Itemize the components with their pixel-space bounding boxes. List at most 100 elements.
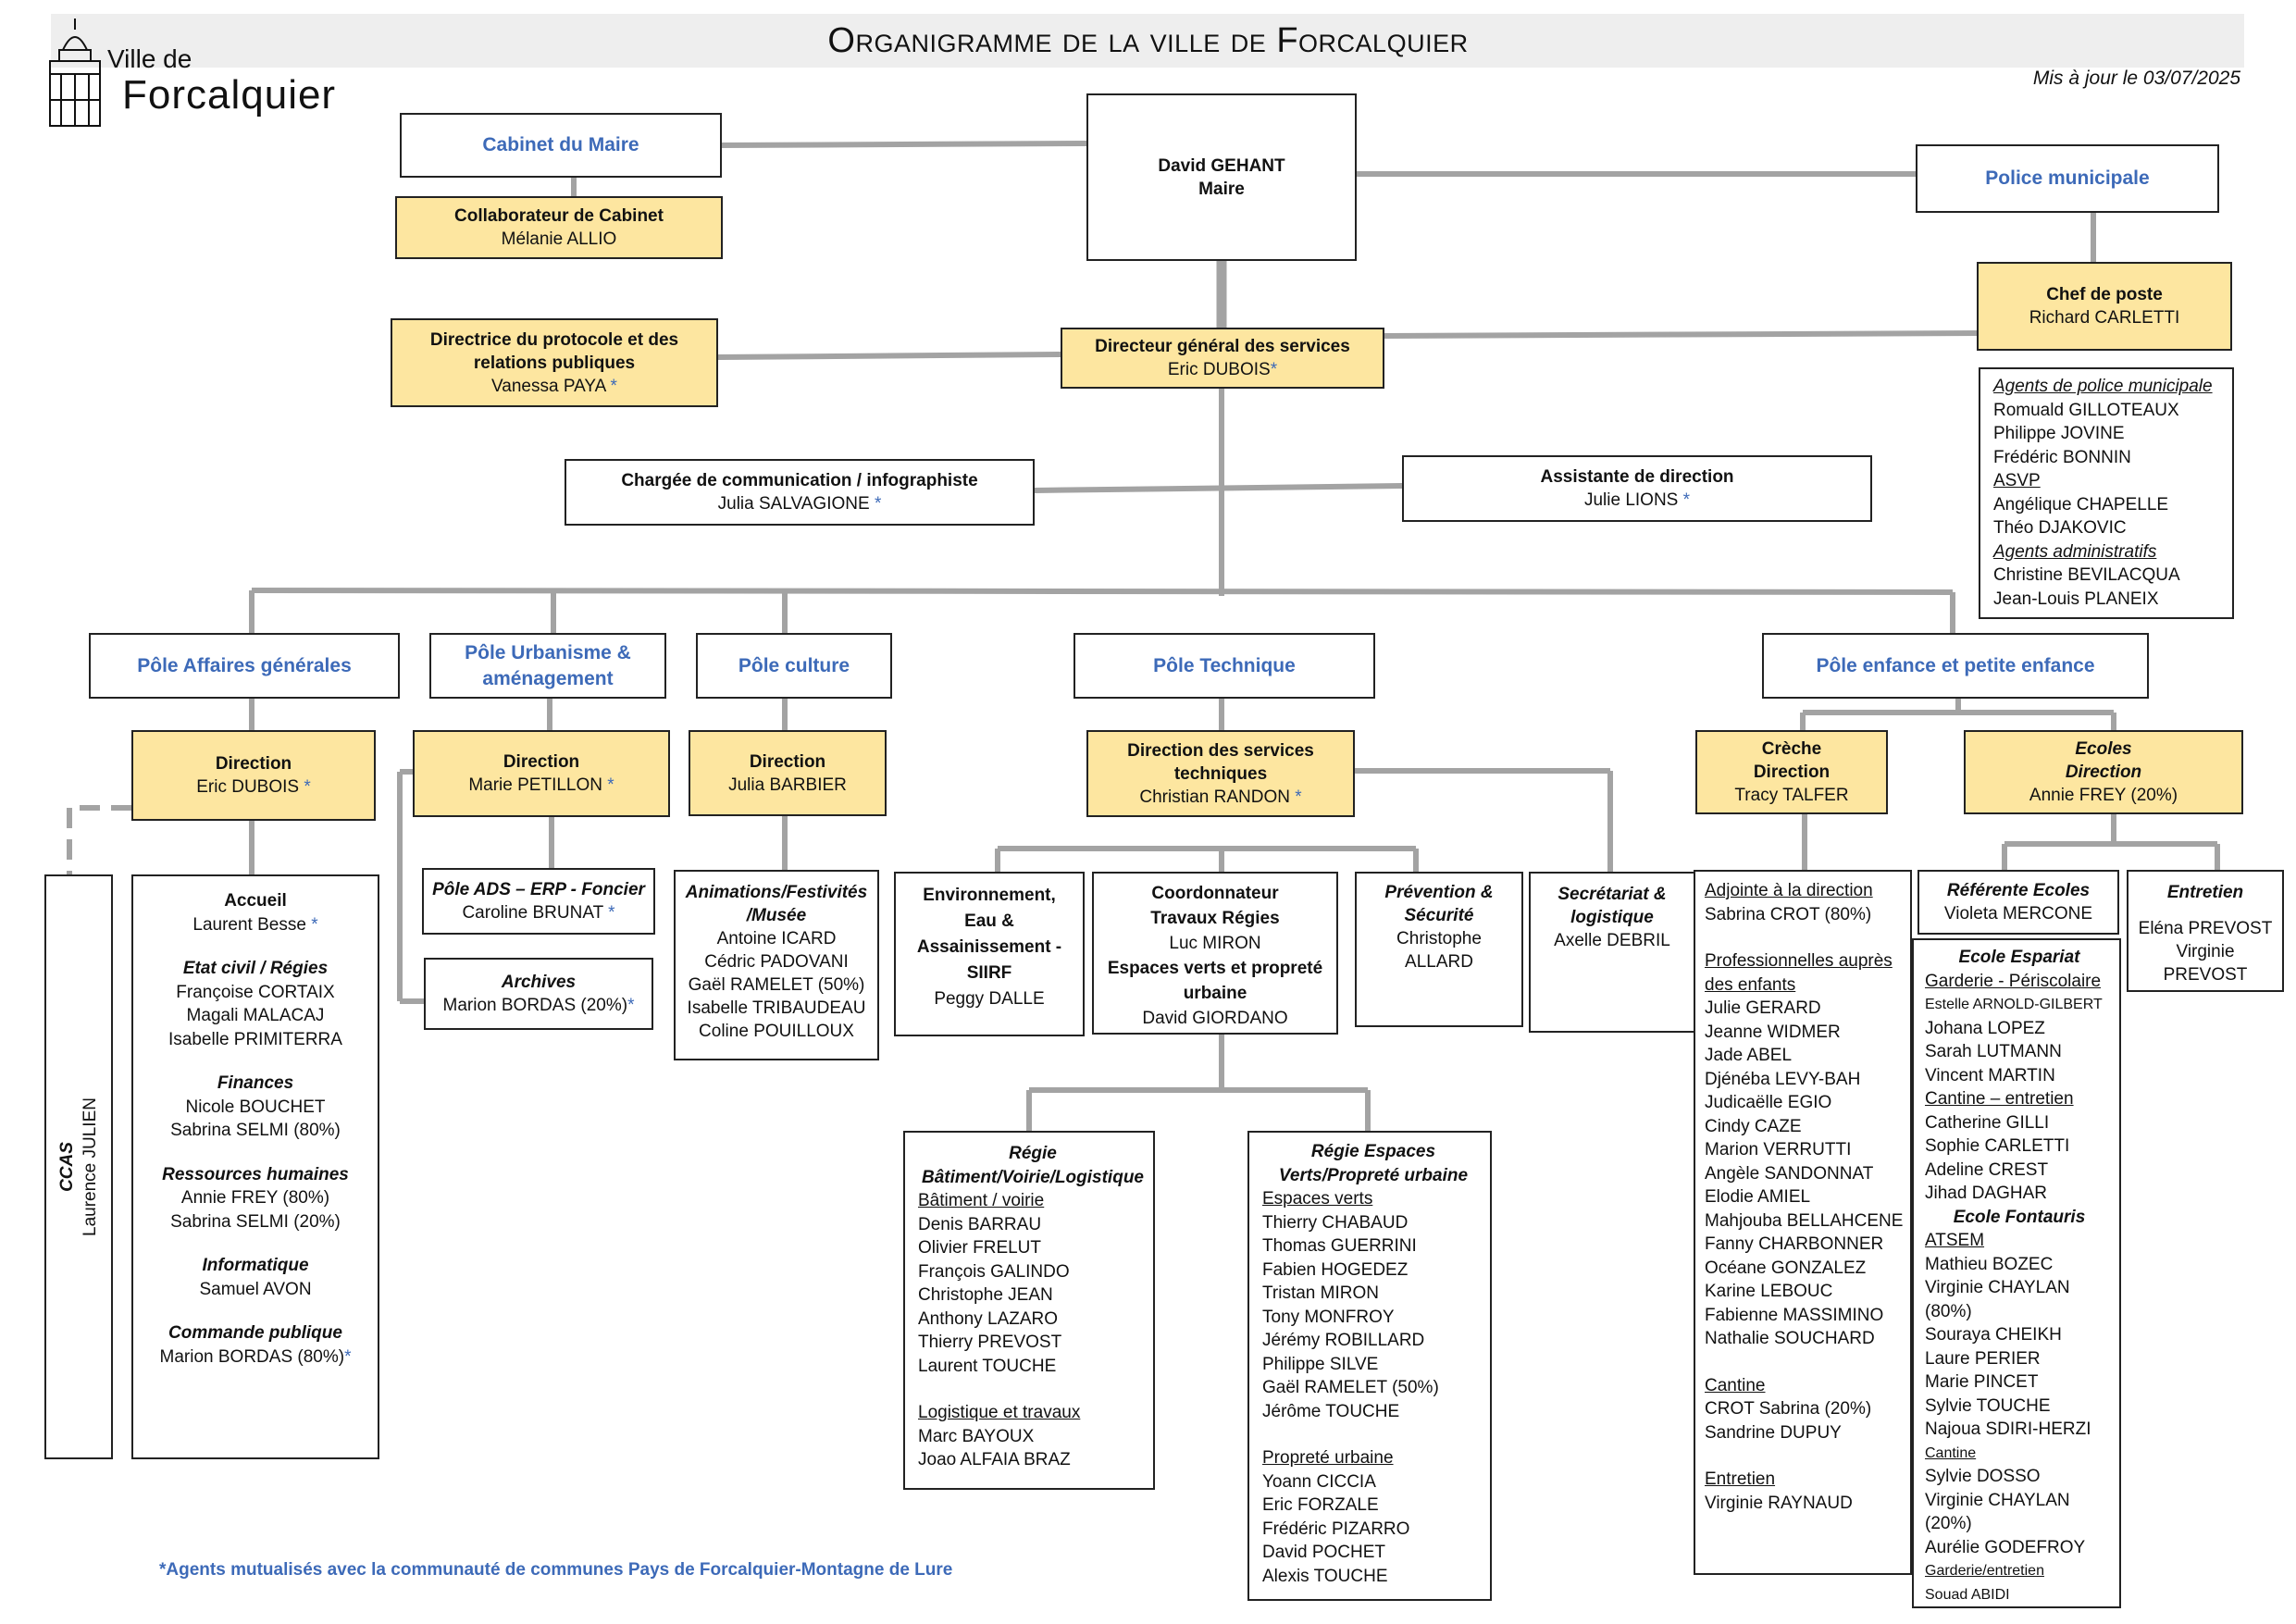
direction-label: Direction <box>1753 762 1831 782</box>
pole-enfance: Pôle enfance et petite enfance <box>1762 633 2149 699</box>
ecole-heading: Garderie - Périscolaire <box>1925 971 2102 991</box>
regie-member: Thomas GUERRINI <box>1262 1236 1417 1256</box>
regie-logistique-heading: Logistique et travaux <box>918 1403 1081 1422</box>
pole-label: Pôle culture <box>738 654 850 676</box>
service-heading: Finances <box>217 1073 294 1093</box>
creche-member: Cindy CAZE <box>1705 1116 1802 1136</box>
communication-title: Chargée de communication / infographiste <box>621 471 978 490</box>
creche-member: Virginie RAYNAUD <box>1705 1493 1853 1513</box>
animations-box: Animations/Festivités /Musée Antoine ICA… <box>674 870 879 1060</box>
creche-member: Nathalie SOUCHARD <box>1705 1329 1875 1348</box>
protocole-title-2: relations publiques <box>473 353 636 373</box>
archives-name: Marion BORDAS (20%) <box>442 996 628 1015</box>
pole-affaires-generales: Pôle Affaires générales <box>89 633 400 699</box>
regie-member: François GALINDO <box>918 1261 1070 1282</box>
regie-member: Tony MONFROY <box>1262 1307 1395 1327</box>
referente-ecoles-box: Référente Ecoles Violeta MERCONE <box>1917 870 2119 935</box>
ecole-espariat-title: Ecole Espariat <box>1958 948 2080 967</box>
mutualise-star: * <box>608 903 615 923</box>
creche-label: Crèche <box>1761 739 1822 759</box>
secretariat-name: Axelle DEBRIL <box>1554 931 1670 950</box>
prevention-name-1: Christophe <box>1396 929 1482 948</box>
service-heading: Informatique <box>202 1256 309 1275</box>
regie-member: Alexis TOUCHE <box>1262 1566 1388 1586</box>
ccas-name: Laurence JULIEN <box>81 1097 100 1236</box>
ag-services-box: Accueil Laurent Besse * Etat civil / Rég… <box>131 874 379 1459</box>
ecole-member: Virginie CHAYLAN (20%) <box>1925 1490 2070 1534</box>
service-heading: Ressources humaines <box>162 1164 349 1184</box>
regie-member: Joao ALFAIA BRAZ <box>918 1450 1071 1469</box>
pole-culture: Pôle culture <box>696 633 892 699</box>
creche-member: Judicaëlle EGIO <box>1705 1093 1832 1112</box>
cabinet-box: Cabinet du Maire <box>400 113 722 178</box>
environnement-title-3: Assainissement - <box>916 937 1062 957</box>
police-agents-heading: Agents de police municipale <box>1993 377 2213 396</box>
service-member: Marion BORDAS (80%) <box>159 1346 345 1367</box>
communication-name: Julia SALVAGIONE <box>717 494 870 514</box>
mutualise-star: * <box>607 775 614 795</box>
update-date: Mis à jour le 03/07/2025 <box>2032 68 2240 89</box>
direction-name: Christian RANDON <box>1139 787 1290 807</box>
service-member: Annie FREY (80%) <box>180 1188 330 1208</box>
ecoles-label: Ecoles <box>2075 739 2132 759</box>
protocole-title-1: Directrice du protocole et des <box>429 329 679 350</box>
direction-title-1: Direction des services <box>1127 740 1314 761</box>
animations-title-1: Animations/Festivités <box>685 883 868 902</box>
regie-ev-heading: Espaces verts <box>1262 1189 1373 1209</box>
direction-ecoles: Ecoles Direction Annie FREY (20%) <box>1964 730 2243 814</box>
pole-label-2: aménagement <box>482 667 614 689</box>
ecole-member: Laure PERIER <box>1925 1348 2041 1369</box>
entretien-ecoles-box: Entretien Eléna PREVOST Virginie PREVOST <box>2127 870 2284 992</box>
assistante-box: Assistante de direction Julie LIONS * <box>1402 455 1872 522</box>
collaborateur-name: Mélanie ALLIO <box>501 229 617 249</box>
mutualise-star: * <box>874 494 882 514</box>
direction-name: Julia BARBIER <box>728 775 847 795</box>
coordonnateur-title-1: Coordonnateur <box>1151 884 1279 903</box>
pole-label: Pôle enfance et petite enfance <box>1816 654 2095 676</box>
archives-box: Archives Marion BORDAS (20%)* <box>424 958 653 1030</box>
service-heading: Commande publique <box>168 1323 342 1343</box>
cabinet-label: Cabinet du Maire <box>482 134 639 155</box>
mutualise-star: * <box>1270 360 1278 379</box>
coordonnateur-box: Coordonnateur Travaux Régies Luc MIRON E… <box>1092 872 1338 1035</box>
ecole-member: Souad ABIDI <box>1925 1586 2010 1603</box>
coordonnateur-name: Luc MIRON <box>1169 934 1261 953</box>
ecole-member: Jihad DAGHAR <box>1925 1184 2047 1203</box>
ecole-member: Catherine GILLI <box>1925 1112 2050 1133</box>
regie-batiment-title-1: Régie <box>1009 1144 1057 1163</box>
asvp-agent: Théo DJAKOVIC <box>1993 518 2127 538</box>
direction-culture: Direction Julia BARBIER <box>689 730 887 816</box>
dgs-name: Eric DUBOIS <box>1167 360 1271 379</box>
maire-box: David GEHANT Maire <box>1086 93 1357 261</box>
prevention-name-2: ALLARD <box>1405 952 1473 972</box>
creche-heading: Adjointe à la direction <box>1705 881 1873 900</box>
creche-member: Julie GERARD <box>1705 998 1821 1018</box>
regie-member: Olivier FRELUT <box>918 1238 1042 1258</box>
entretien-member: Eléna PREVOST <box>2138 919 2273 938</box>
pole-label: Pôle Affaires générales <box>137 654 352 676</box>
creche-member: Sandrine DUPUY <box>1705 1422 1842 1443</box>
creche-member: Fabienne MASSIMINO <box>1705 1305 1884 1325</box>
service-member: Sabrina SELMI (80%) <box>170 1121 341 1140</box>
ecole-member: Adeline CREST <box>1925 1159 2049 1180</box>
service-heading: Accueil <box>224 891 287 911</box>
referente-name: Violeta MERCONE <box>1943 904 2093 924</box>
environnement-title-4: SIIRF <box>966 963 1012 983</box>
logo-line1: Ville de <box>107 44 192 73</box>
service-member: Samuel AVON <box>199 1279 312 1299</box>
regie-espaces-verts-box: Régie Espaces Verts/Propreté urbaine Esp… <box>1247 1131 1492 1601</box>
admin-agents-heading: Agents administratifs <box>1993 541 2157 562</box>
ecole-member: Estelle ARNOLD-GILBERT <box>1925 997 2103 1012</box>
regie-member: Gaël RAMELET (50%) <box>1262 1378 1439 1397</box>
prevention-title-1: Prévention & <box>1384 883 1494 902</box>
regie-member: Marc BAYOUX <box>918 1426 1035 1446</box>
animations-member: Cédric PADOVANI <box>704 952 849 972</box>
environnement-name: Peggy DALLE <box>934 989 1045 1009</box>
maire-name: David GEHANT <box>1158 155 1285 176</box>
coordonnateur-title-2: Travaux Régies <box>1150 909 1280 928</box>
ecole-member: Sylvie DOSSO <box>1925 1467 2041 1486</box>
direction-name: Annie FREY (20%) <box>2029 786 2178 805</box>
secretariat-title-2: logistique <box>1570 908 1654 927</box>
footnote: *Agents mutualisés avec la communauté de… <box>159 1560 953 1580</box>
